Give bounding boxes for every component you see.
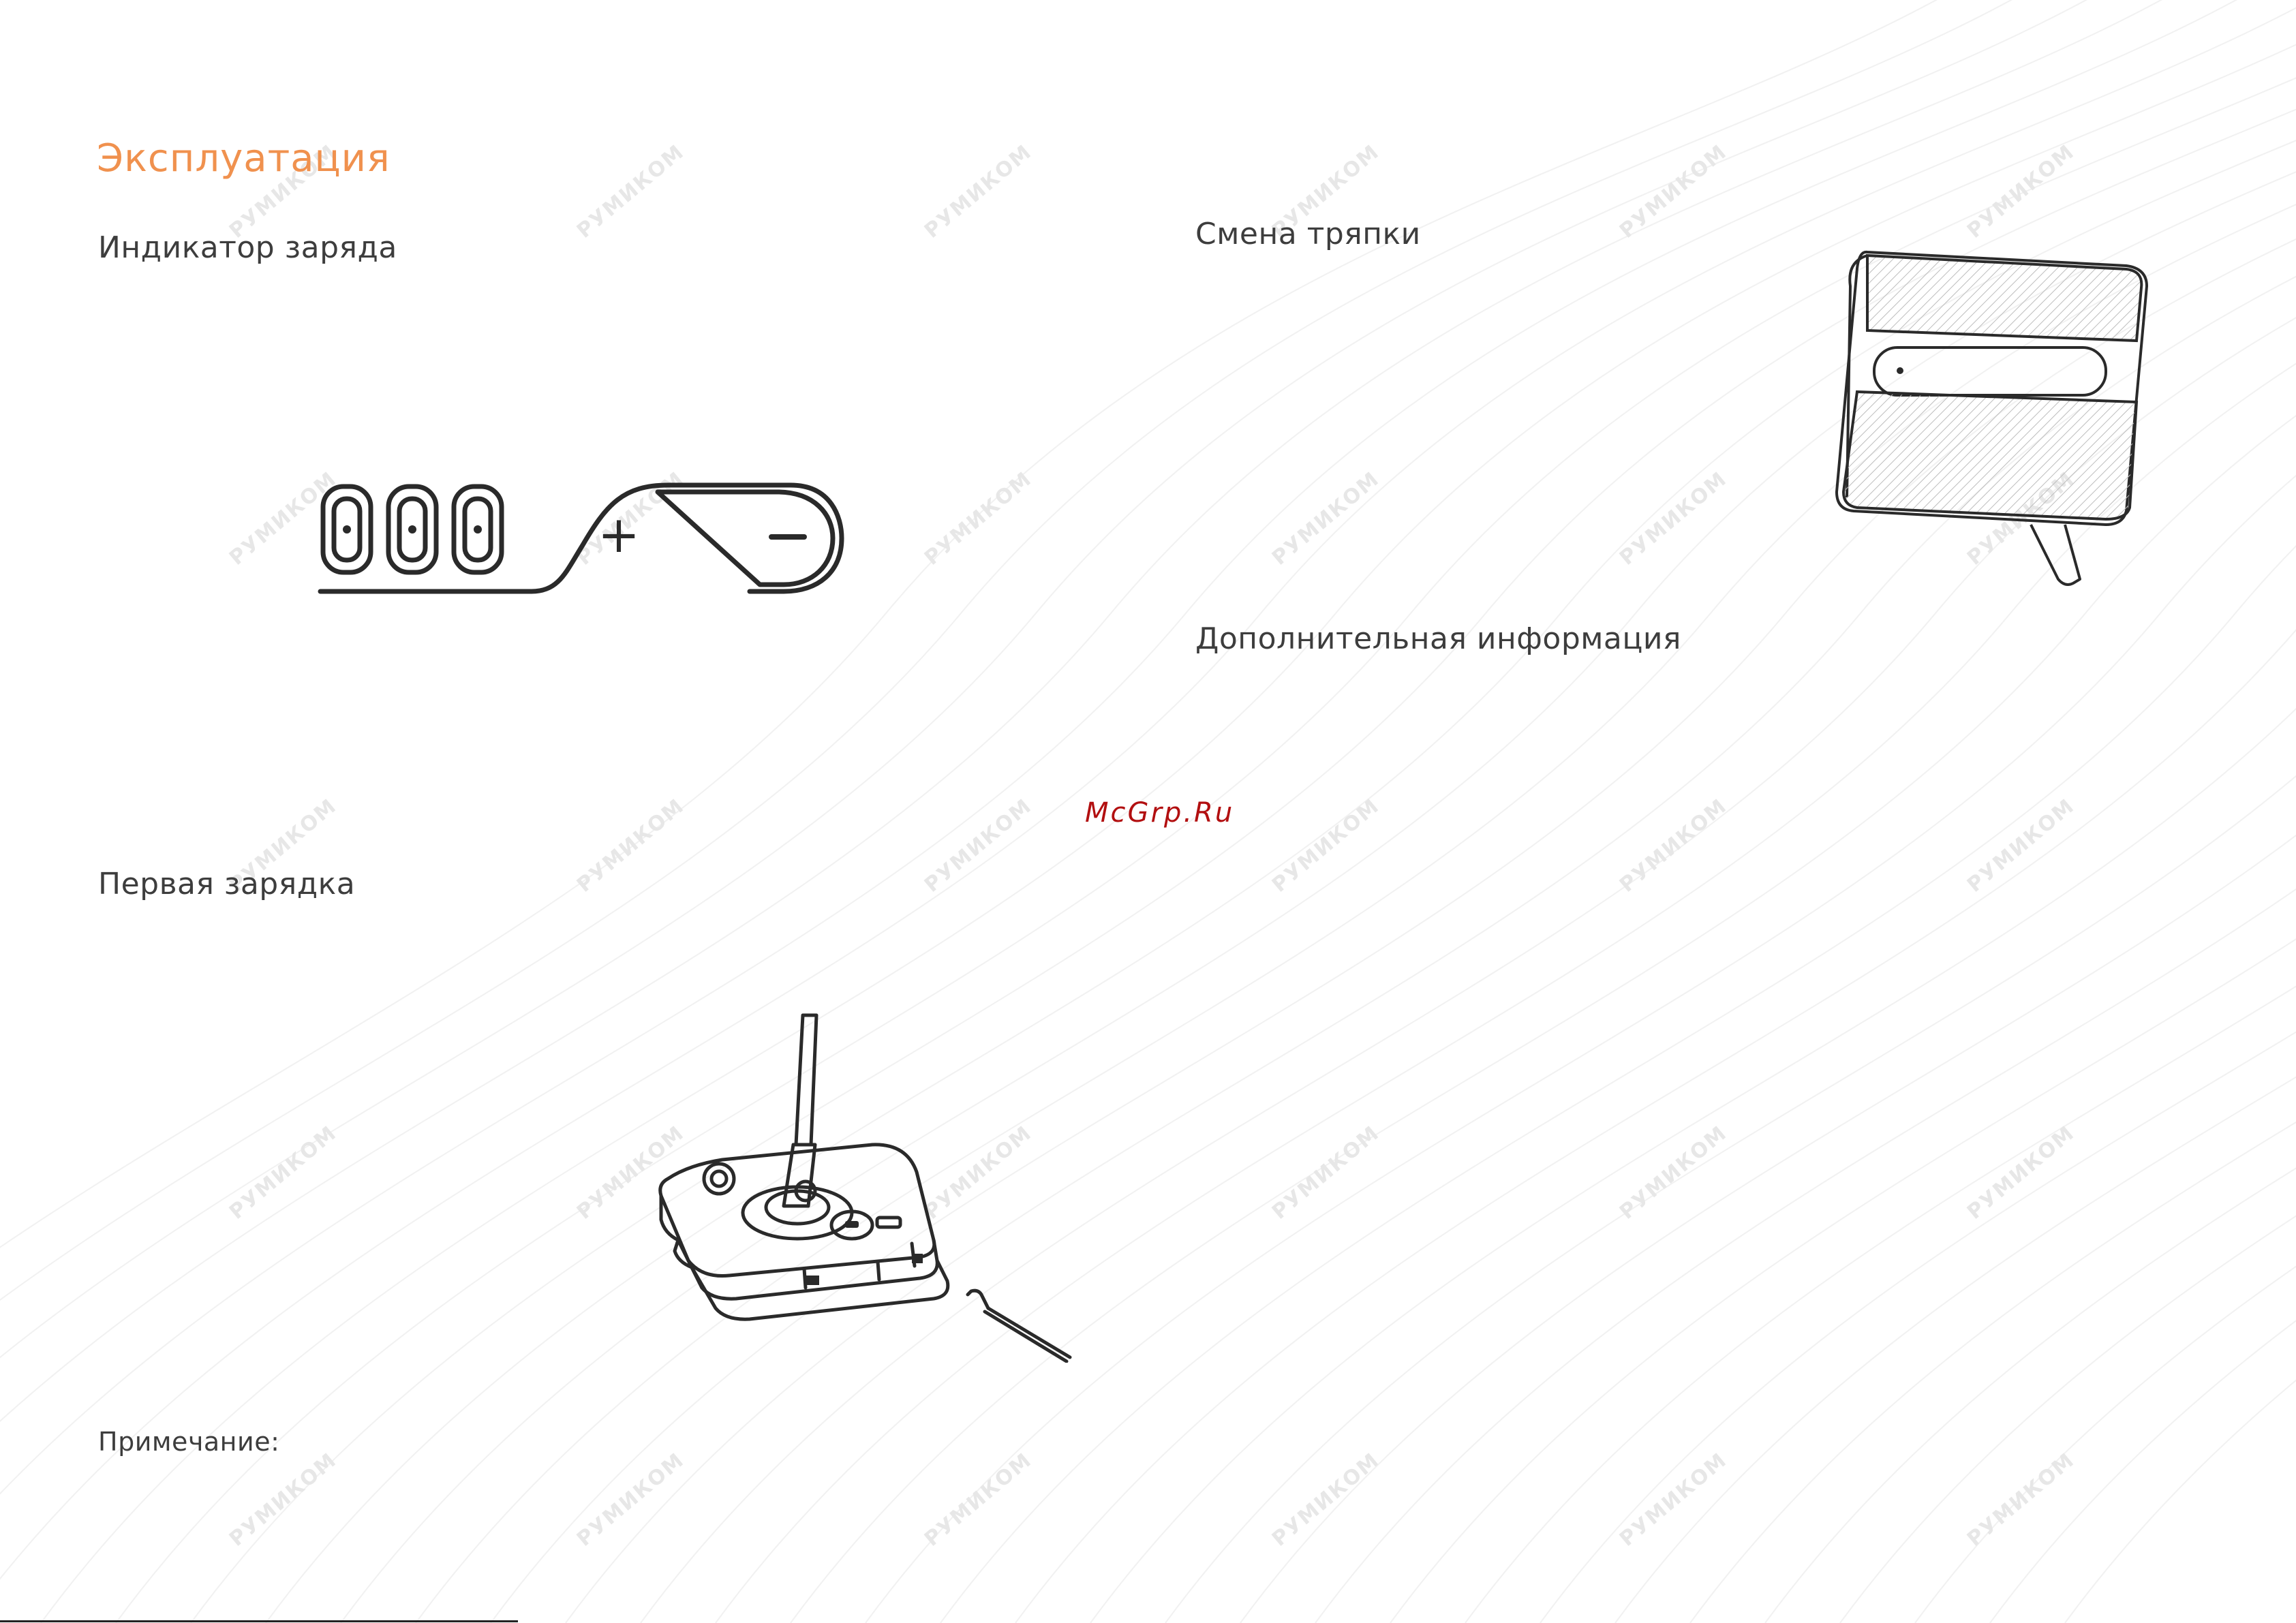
battery-charge-indicator-illustration: + [318, 482, 844, 594]
subheading-charge-indicator: Индикатор заряда [98, 230, 397, 265]
subheading-first-charge: Первая зарядка [98, 867, 356, 901]
footer-rule [0, 1620, 518, 1622]
source-link[interactable]: McGrp.Ru [1085, 797, 1235, 829]
mop-pad-illustration [1835, 250, 2148, 586]
charge-minus-symbol [769, 534, 807, 540]
charge-plus-label: + [598, 506, 640, 564]
section-title: Эксплуатация [97, 136, 391, 181]
mop-charging-illustration [658, 1013, 1072, 1363]
subheading-pad-change: Смена тряпки [1195, 217, 1421, 251]
subheading-note: Примечание: [98, 1427, 280, 1457]
subheading-additional-info: Дополнительная информация [1195, 621, 1681, 656]
